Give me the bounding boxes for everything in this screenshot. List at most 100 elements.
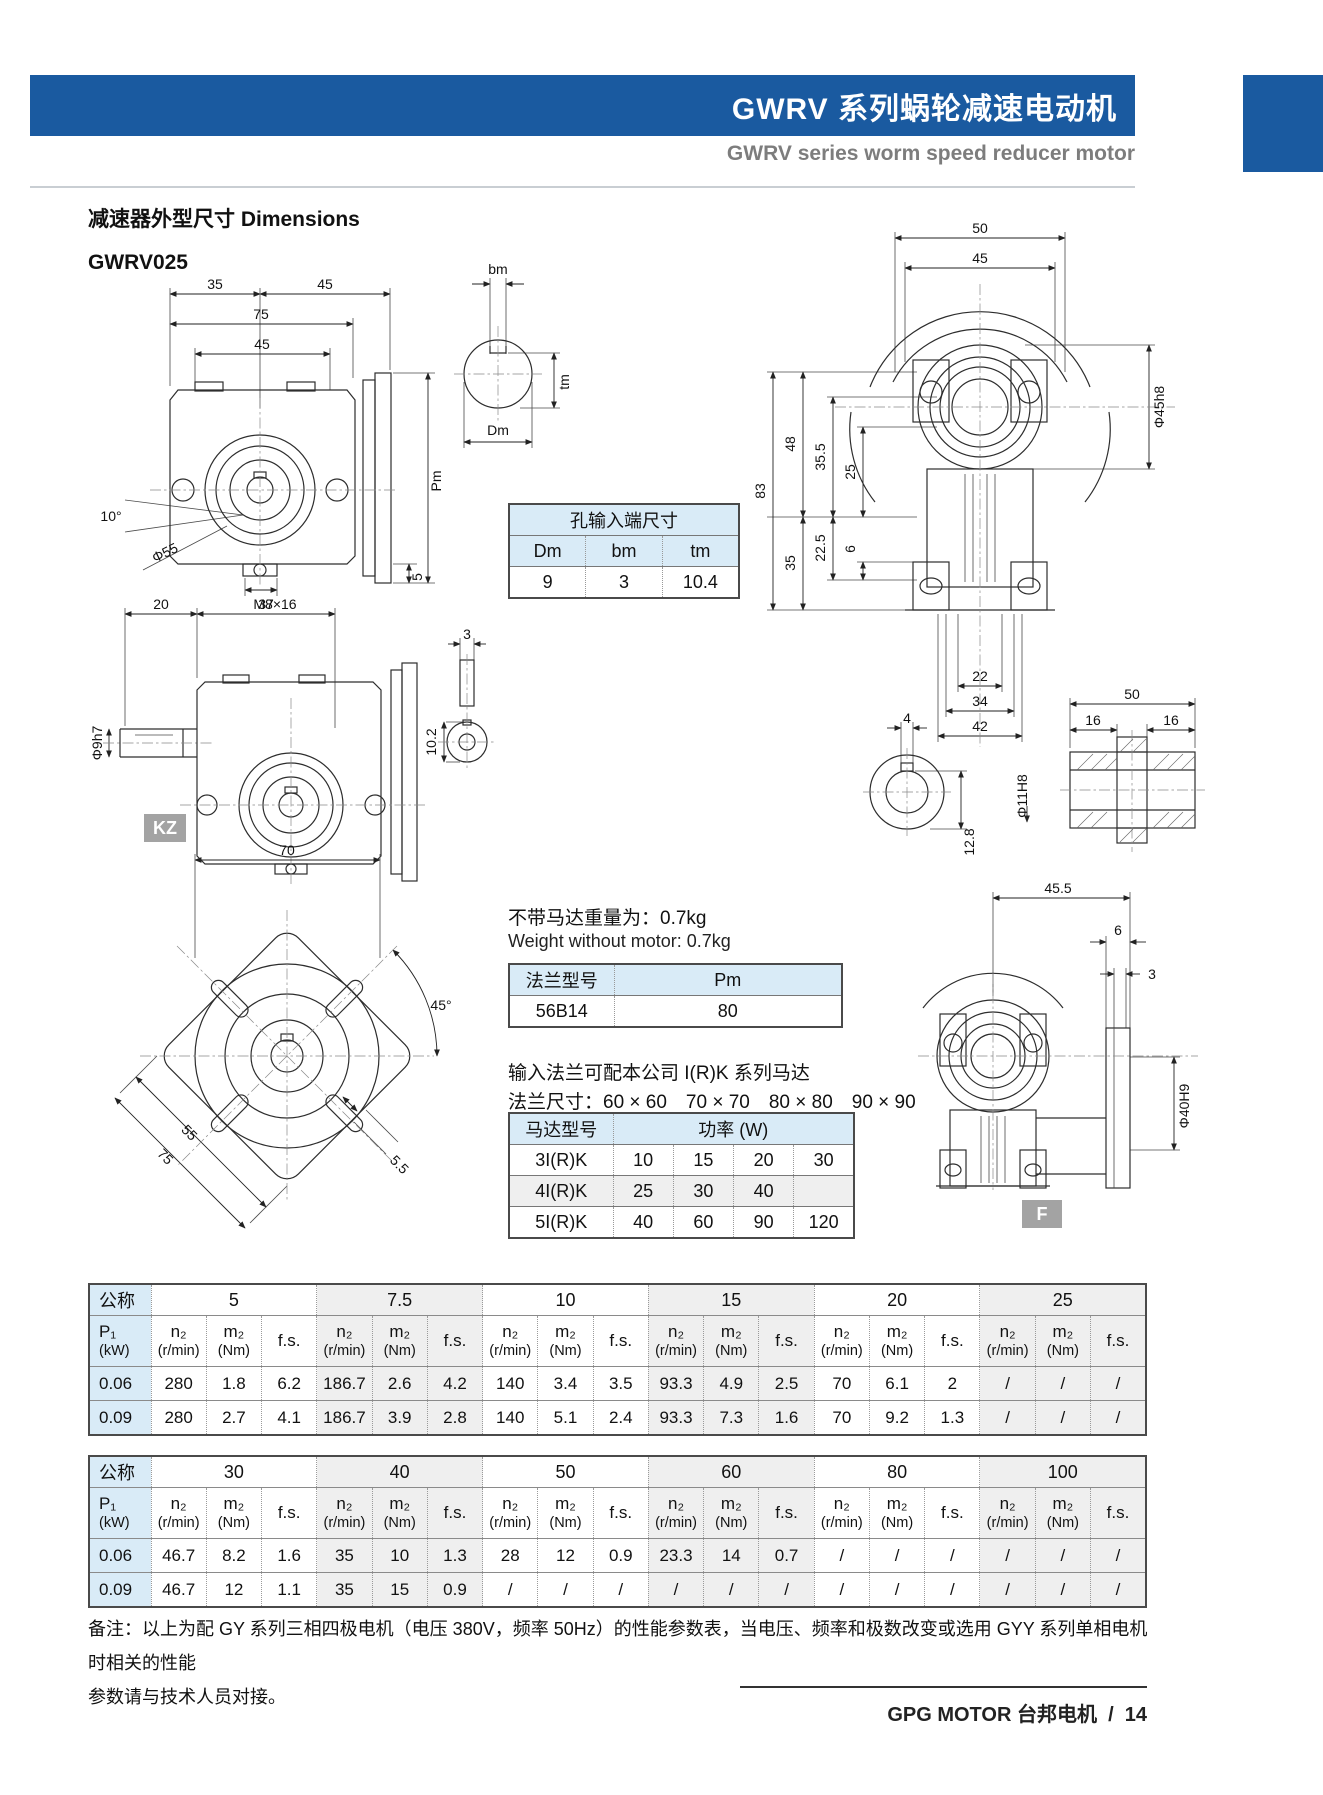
dim-label: 45.5 [1044, 880, 1071, 896]
cell: / [868, 1538, 925, 1573]
cell: 12 [205, 1572, 262, 1607]
cell: / [868, 1572, 925, 1607]
cell: / [979, 1400, 1036, 1435]
fs-header: f.s. [758, 1315, 815, 1367]
dim-label: Φ45h8 [1151, 386, 1167, 429]
bore-input-table: 孔输入端尺寸 Dm bm tm 9 3 10.4 [508, 503, 740, 599]
column-header: Dm [509, 535, 586, 567]
cell: / [979, 1538, 1036, 1573]
dimension-lines [441, 638, 486, 763]
ratio-value: 7.5 [316, 1284, 483, 1316]
dim-label: 16 [1085, 712, 1101, 728]
m2-header: m₂(Nm) [868, 1315, 925, 1367]
cell: 10 [612, 1144, 674, 1176]
cell: / [1090, 1400, 1146, 1435]
cell: 2.4 [592, 1400, 649, 1435]
fs-header: f.s. [924, 1487, 980, 1539]
cell: 40 [732, 1175, 794, 1207]
cell: 3.4 [537, 1366, 594, 1401]
cell: / [703, 1572, 759, 1607]
fs-header: f.s. [1090, 1315, 1146, 1367]
m2-header: m₂(Nm) [1034, 1487, 1091, 1539]
outline [140, 910, 434, 1202]
dim-label: 12.8 [961, 828, 977, 855]
n2-header: n₂(r/min) [813, 1487, 870, 1539]
m2-header: m₂(Nm) [537, 1487, 594, 1539]
table-row: 56B14 80 [509, 995, 842, 1027]
outline [150, 372, 397, 586]
dim-label: 55 [178, 1121, 200, 1143]
cell: 4.9 [703, 1366, 759, 1401]
cell: 3 [585, 566, 663, 598]
cell: 90 [732, 1206, 794, 1238]
outline [835, 284, 1175, 747]
dim-label: 5.5 [387, 1152, 412, 1177]
dim-label: 10.2 [423, 728, 439, 755]
cell: 10.4 [661, 566, 739, 598]
table-row: 9 3 10.4 [509, 566, 739, 598]
column-header: 法兰型号 [509, 964, 614, 996]
performance-table-2: 公称 30 40 50 60 80 100 P₁(kW) n₂(r/min) m… [88, 1455, 1147, 1608]
m2-header: m₂(Nm) [703, 1315, 759, 1367]
column-header-row: P₁(kW) n₂(r/min) m₂(Nm) f.s. n₂(r/min) m… [89, 1487, 1146, 1539]
dim-label: Φ11H8 [1014, 774, 1030, 818]
dim-label: 3 [1148, 966, 1156, 982]
drawing-shaft-end: 3 10.2 [423, 626, 496, 770]
ratio-value: 10 [482, 1284, 649, 1316]
cell: / [1034, 1366, 1091, 1401]
cell: 46.7 [150, 1572, 207, 1607]
cell: 186.7 [316, 1366, 373, 1401]
cell: 30 [793, 1144, 854, 1176]
table-row: 5I(R)K 40 60 90 120 [509, 1206, 854, 1238]
cell: / [1034, 1538, 1091, 1573]
ratio-value: 100 [979, 1456, 1146, 1488]
m2-header: m₂(Nm) [703, 1487, 759, 1539]
column-header: tm [661, 535, 739, 567]
n2-header: n₂(r/min) [482, 1487, 538, 1539]
p1-value: 0.06 [89, 1366, 151, 1401]
n2-header: n₂(r/min) [482, 1315, 538, 1367]
f-variant-tag: F [1022, 1200, 1062, 1228]
cell: / [758, 1572, 815, 1607]
cell: 0.9 [592, 1538, 649, 1573]
ratio-value: 5 [150, 1284, 317, 1316]
dimension-lines [767, 232, 1155, 742]
n2-header: n₂(r/min) [316, 1487, 373, 1539]
kz-variant-tag: KZ [144, 814, 186, 842]
cell: 120 [793, 1206, 854, 1238]
column-header: 功率 (W) [612, 1113, 854, 1145]
table-row: 4I(R)K 25 30 40 [509, 1175, 854, 1207]
cell: 23.3 [647, 1538, 704, 1573]
flange-sizes-note: 法兰尺寸：60 × 60 70 × 70 80 × 80 90 × 90 [508, 1092, 916, 1113]
ratio-value: 80 [813, 1456, 980, 1488]
cell: 6.1 [868, 1366, 925, 1401]
m2-header: m₂(Nm) [371, 1487, 428, 1539]
n2-header: n₂(r/min) [647, 1315, 704, 1367]
performance-table-1: 公称 5 7.5 10 15 20 25 P₁(kW) n₂(r/min) m₂… [88, 1283, 1147, 1436]
ratio-value: 15 [647, 1284, 815, 1316]
section-title: 减速器外型尺寸 Dimensions [88, 208, 360, 231]
cell: 140 [482, 1366, 538, 1401]
dim-label: 45 [254, 336, 270, 352]
dim-label: Φ40H9 [1176, 1083, 1192, 1128]
drawing-rear-view: 50 45 83 48 35 35.5 22.5 25 6 Φ45h8 22 3… [752, 220, 1175, 747]
cell: 20 [732, 1144, 794, 1176]
cell: 2.7 [205, 1400, 262, 1435]
fs-header: f.s. [261, 1487, 317, 1539]
fs-header: f.s. [426, 1487, 483, 1539]
dim-label: 4 [903, 710, 911, 726]
fs-header: f.s. [924, 1315, 980, 1367]
outline [454, 326, 542, 422]
cell: 280 [150, 1366, 207, 1401]
cell: / [1090, 1572, 1146, 1607]
dim-label: Φ9h7 [89, 726, 105, 761]
dim-label: 25 [842, 464, 858, 480]
ratio-value: 40 [316, 1456, 483, 1488]
cell: 0.9 [426, 1572, 483, 1607]
cell: 2 [924, 1366, 980, 1401]
ratio-label: 公称 [89, 1284, 151, 1316]
n2-header: n₂(r/min) [979, 1315, 1036, 1367]
footer-text: GPG MOTOR 台邦电机 / 14 [887, 1704, 1147, 1726]
m2-header: m₂(Nm) [371, 1315, 428, 1367]
